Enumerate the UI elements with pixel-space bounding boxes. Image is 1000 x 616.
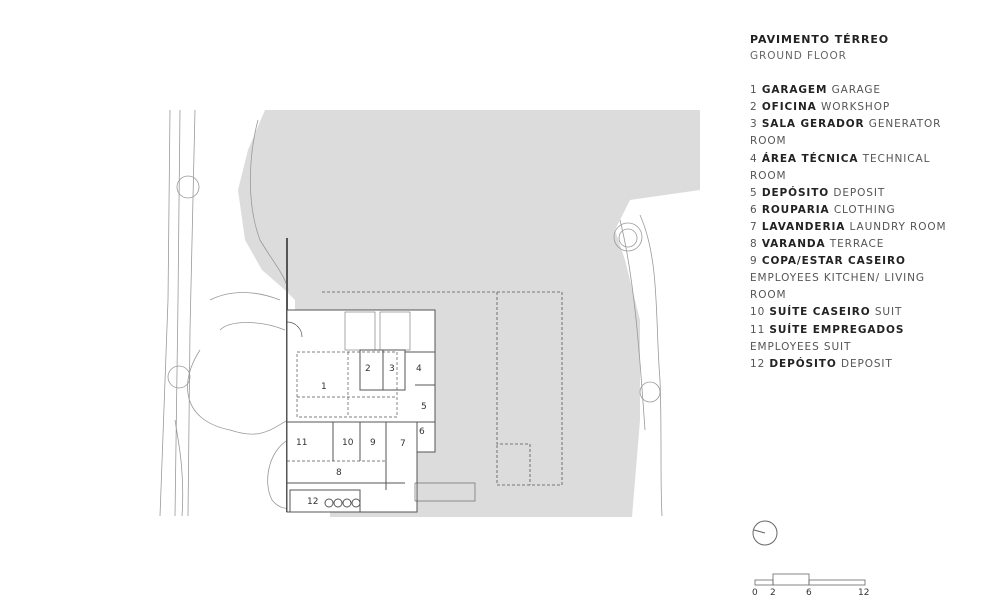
legend-name-pt: VARANDA [761, 238, 826, 251]
legend-item: 1 GARAGEM GARAGE [750, 82, 955, 99]
legend-name-pt: DEPÓSITO [761, 186, 830, 199]
legend-number: 12 [750, 357, 766, 370]
legend-item: 3 SALA GERADOR GENERATOR ROOM [750, 116, 955, 150]
scale-tick-6: 6 [806, 588, 812, 598]
legend-item: 2 OFICINA WORKSHOP [750, 99, 955, 116]
legend-name-pt: OFICINA [761, 101, 817, 114]
plan-label-6: 6 [419, 427, 425, 437]
legend-number: 3 [750, 118, 758, 131]
plan-title: PAVIMENTO TÉRREO [750, 33, 889, 46]
plan-label-1: 1 [321, 382, 327, 392]
legend-name-pt: GARAGEM [761, 84, 828, 97]
legend-name-pt: ÁREA TÉCNICA [761, 152, 859, 165]
room-labels: 1 2 3 4 5 6 7 8 9 10 11 12 [296, 364, 427, 507]
legend-item: 12 DEPÓSITO DEPOSIT [750, 356, 955, 373]
legend-number: 4 [750, 152, 758, 165]
legend-item: 5 DEPÓSITO DEPOSIT [750, 185, 955, 202]
building [286, 238, 563, 513]
legend-name-pt: SALA GERADOR [761, 118, 865, 131]
legend-name-en: SUIT [874, 306, 903, 319]
plan-label-3: 3 [389, 364, 395, 374]
plan-subtitle: GROUND FLOOR [750, 50, 847, 63]
legend-name-en: DEPOSIT [833, 186, 886, 199]
legend-name-en: LAUNDRY ROOM [849, 220, 947, 233]
legend-item: 10 SUÍTE CASEIRO SUIT [750, 304, 955, 321]
contour-lines [159, 109, 663, 517]
legend-number: 10 [750, 306, 766, 319]
legend-name-en: CLOTHING [833, 203, 896, 216]
plan-label-12: 12 [307, 497, 318, 507]
legend-item: 6 ROUPARIA CLOTHING [750, 202, 955, 219]
plan-label-9: 9 [370, 438, 376, 448]
legend-name-pt: ROUPARIA [761, 203, 830, 216]
north-arrow [752, 520, 778, 546]
plan-label-11: 11 [296, 438, 307, 448]
legend-name-en: GENERATOR ROOM [750, 118, 942, 148]
legend-name-en: DEPOSIT [840, 357, 893, 370]
legend-name-en: EMPLOYEES KITCHEN/ LIVING ROOM [750, 272, 925, 302]
scale-tick-2: 2 [770, 588, 776, 598]
legend-number: 1 [750, 84, 758, 97]
legend: PAVIMENTO TÉRREO GROUND FLOOR 1 GARAGEM … [750, 31, 955, 373]
legend-item: 7 LAVANDERIA LAUNDRY ROOM [750, 219, 955, 236]
legend-item: 8 VARANDA TERRACE [750, 236, 955, 253]
legend-number: 8 [750, 238, 758, 251]
plan-label-2: 2 [365, 364, 371, 374]
scale-tick-12: 12 [858, 588, 870, 598]
plan-label-5: 5 [421, 402, 427, 412]
plan-label-8: 8 [336, 468, 342, 478]
plan-label-10: 10 [342, 438, 354, 448]
legend-number: 7 [750, 220, 758, 233]
legend-item: 4 ÁREA TÉCNICA TECHNICAL ROOM [750, 151, 955, 185]
legend-name-pt: LAVANDERIA [761, 220, 846, 233]
legend-name-en: GARAGE [831, 84, 881, 97]
legend-name-en: TERRACE [829, 238, 885, 251]
legend-name-en: WORKSHOP [820, 101, 891, 114]
legend-number: 11 [750, 323, 766, 336]
legend-item: 11 SUÍTE EMPREGADOS EMPLOYEES SUIT [750, 322, 955, 356]
legend-number: 2 [750, 101, 758, 114]
legend-number: 9 [750, 255, 758, 268]
plan-label-4: 4 [416, 364, 422, 374]
legend-name-pt: COPA/ESTAR CASEIRO [761, 255, 906, 268]
legend-name-pt: SUÍTE CASEIRO [769, 306, 871, 319]
legend-name-en: EMPLOYEES SUIT [750, 340, 852, 353]
legend-number: 5 [750, 186, 758, 199]
legend-name-en: TECHNICAL ROOM [750, 152, 931, 182]
scale-tick-0: 0 [752, 588, 758, 598]
legend-number: 6 [750, 203, 758, 216]
legend-name-pt: SUÍTE EMPREGADOS [769, 323, 905, 336]
legend-name-pt: DEPÓSITO [769, 357, 837, 370]
scale-bar [754, 573, 866, 586]
plan-label-7: 7 [400, 439, 406, 449]
legend-item: 9 COPA/ESTAR CASEIRO EMPLOYEES KITCHEN/ … [750, 253, 955, 304]
